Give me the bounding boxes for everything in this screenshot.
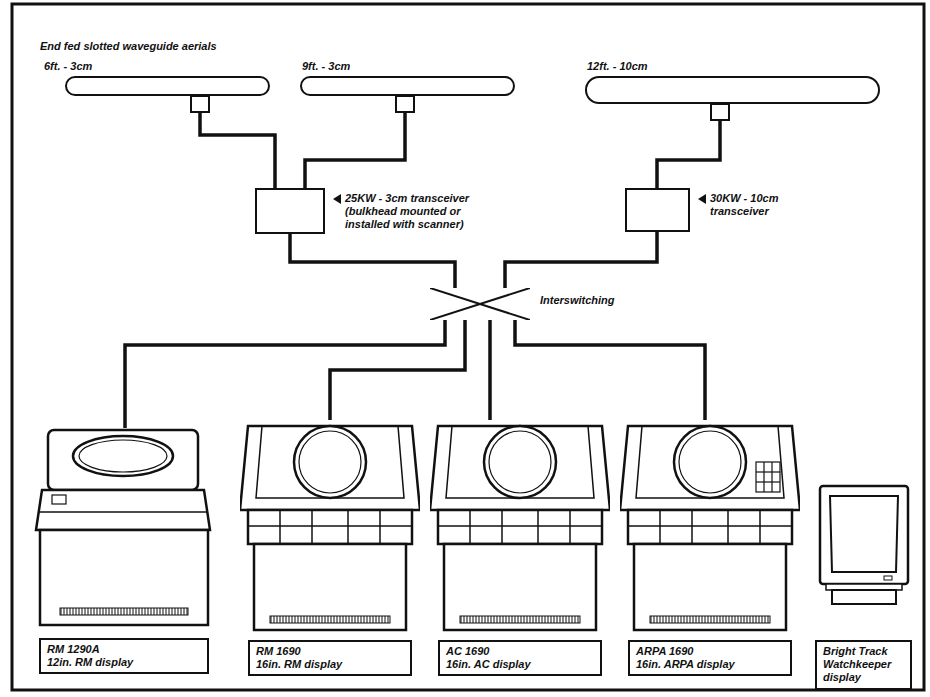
illustration-space <box>240 420 420 640</box>
side-label: 30KW - 10cm transceiver <box>698 192 820 218</box>
display-unit: AC 169016in. AC display <box>430 420 610 676</box>
feed-block <box>395 95 415 113</box>
rm1690-console <box>240 426 420 630</box>
node-label: 12ft. - 10cm <box>587 60 648 73</box>
transceiver-box: 25KW - 3cm transceiver (bulkhead mounted… <box>255 188 325 234</box>
caption-box: RM 169016in. RM display <box>248 640 412 676</box>
ac1690-console <box>430 426 610 630</box>
arpa1690-console <box>620 426 800 630</box>
illustration-space <box>815 482 912 640</box>
connector <box>305 96 405 188</box>
node-label: 16in. RM display <box>256 658 404 671</box>
diagram-title: End fed slotted waveguide aerials <box>40 40 217 53</box>
connector <box>125 320 445 428</box>
aerial-node: 9ft. - 3cm <box>300 76 515 96</box>
node-label: 30KW - 10cm transceiver <box>710 192 820 218</box>
feed-block <box>710 103 730 121</box>
caption-box: Bright Track Watchkeeper display <box>815 640 912 690</box>
transceiver-box: 30KW - 10cm transceiver <box>625 188 690 232</box>
node-label: 16in. ARPA display <box>636 658 784 671</box>
interswitch-box: Interswitching <box>430 288 530 320</box>
arpa-keypad <box>756 462 780 492</box>
illustration-space <box>430 420 610 640</box>
switch-cross <box>430 288 530 320</box>
caption-box: AC 169016in. AC display <box>438 640 602 676</box>
display-unit: ARPA 169016in. ARPA display <box>620 420 800 676</box>
node-label: 6ft. - 3cm <box>44 60 92 73</box>
illustration-space <box>35 428 213 638</box>
node-label: Bright Track Watchkeeper display <box>823 645 904 685</box>
connector <box>290 234 455 288</box>
illustration-space <box>620 420 800 640</box>
connector <box>505 232 657 288</box>
node-label: RM 1690 <box>256 645 404 658</box>
caption-box: ARPA 169016in. ARPA display <box>628 640 792 676</box>
node-label: RM 1290A <box>47 643 201 656</box>
frame <box>12 4 924 690</box>
connector <box>200 96 275 188</box>
aerial-node: 12ft. - 10cm <box>585 76 880 104</box>
watchkeeper-monitor <box>820 486 908 604</box>
display-unit: Bright Track Watchkeeper display <box>815 482 912 690</box>
node-label: 12in. RM display <box>47 656 201 669</box>
node-label: Interswitching <box>540 294 615 307</box>
connector <box>515 320 705 420</box>
side-label: 25KW - 3cm transceiver (bulkhead mounted… <box>333 192 505 232</box>
rm1290a-console <box>36 430 210 625</box>
connector <box>330 320 465 420</box>
connector <box>488 320 492 420</box>
node-label: AC 1690 <box>446 645 594 658</box>
node-label: 9ft. - 3cm <box>302 60 350 73</box>
side-label: Interswitching <box>540 294 615 307</box>
node-label: 25KW - 3cm transceiver (bulkhead mounted… <box>345 192 505 232</box>
node-label: ARPA 1690 <box>636 645 784 658</box>
display-unit: RM 1290A12in. RM display <box>35 428 213 674</box>
node-label: 16in. AC display <box>446 658 594 671</box>
feed-block <box>190 95 210 113</box>
caption-box: RM 1290A12in. RM display <box>39 638 209 674</box>
display-unit: RM 169016in. RM display <box>240 420 420 676</box>
aerial-node: 6ft. - 3cm <box>65 76 270 96</box>
